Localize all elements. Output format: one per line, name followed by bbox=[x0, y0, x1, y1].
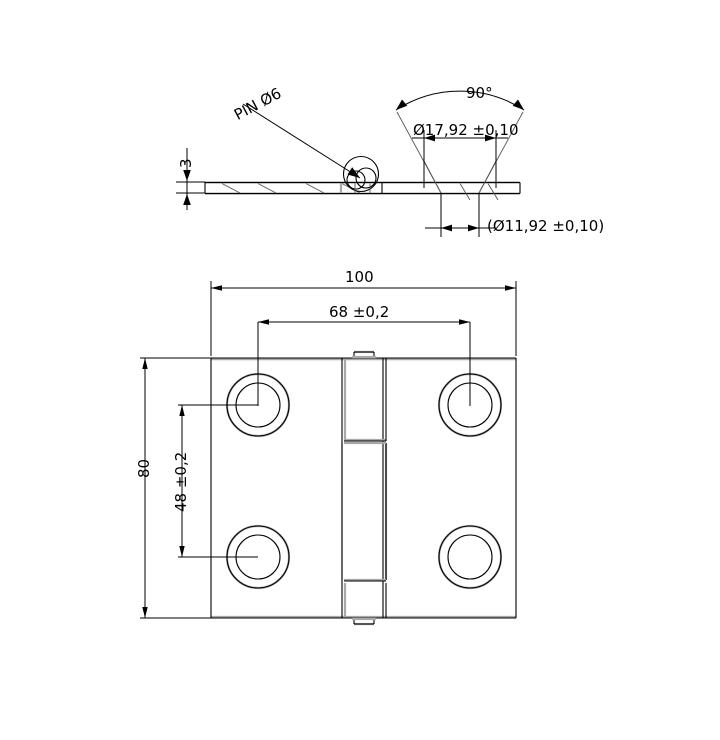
hole-spacing-horizontal-label: 68 ±0,2 bbox=[329, 303, 390, 321]
side-view-group bbox=[176, 103, 521, 210]
overall-width-dimension bbox=[210, 281, 517, 356]
countersink-bottom-diameter-label: (Ø11,92 ±0,10) bbox=[487, 217, 605, 235]
countersink-top-diameter-label: Ø17,92 ±0,10 bbox=[413, 121, 519, 139]
countersink-angle-label: 90° bbox=[466, 84, 493, 102]
hole-spacing-vertical-label: 48 ±0,2 bbox=[172, 451, 190, 512]
overall-width-label: 100 bbox=[345, 268, 374, 286]
overall-height-label: 80 bbox=[135, 458, 153, 478]
side-view-plate bbox=[204, 181, 521, 195]
hole-center-marks bbox=[234, 380, 471, 558]
countersunk-hole-bottom-right bbox=[437, 524, 503, 590]
countersink-detail-group bbox=[395, 90, 525, 237]
hinge-knuckle-column bbox=[341, 350, 388, 626]
front-view-group bbox=[140, 281, 517, 626]
front-view-plate-outline bbox=[210, 357, 517, 619]
pin-callout-leader bbox=[242, 103, 361, 179]
thickness-dimension bbox=[176, 148, 214, 210]
thickness-dimension-label: 3 bbox=[177, 158, 195, 168]
overall-height-dimension bbox=[140, 357, 240, 619]
side-view-joint-ticks bbox=[339, 183, 383, 194]
hinge-pin-detail bbox=[342, 155, 380, 193]
